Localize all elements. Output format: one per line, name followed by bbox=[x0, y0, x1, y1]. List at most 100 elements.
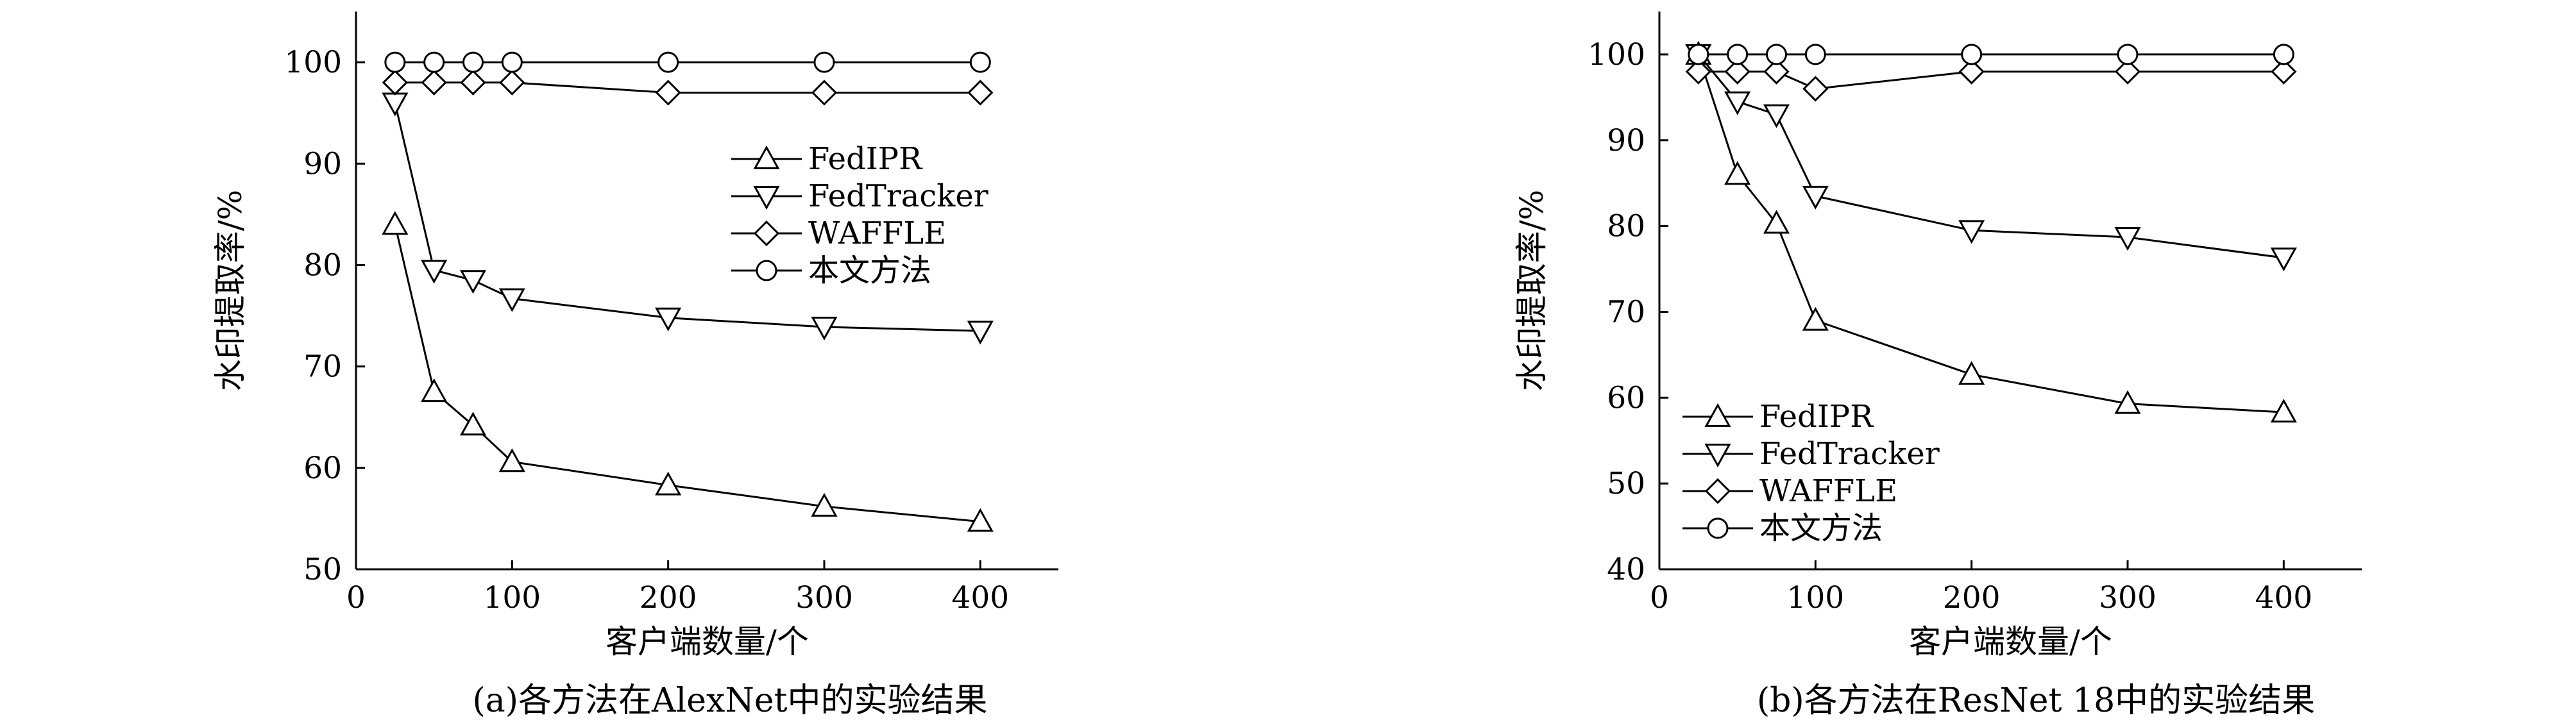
legend-label: FedTracker bbox=[1759, 436, 1940, 472]
x-tick-label: 400 bbox=[2255, 580, 2312, 615]
y-tick-label: 60 bbox=[303, 451, 342, 486]
data-point bbox=[1802, 306, 1829, 331]
data-point bbox=[1688, 44, 1709, 65]
data-point bbox=[421, 378, 448, 403]
data-point bbox=[2270, 398, 2297, 422]
data-point bbox=[2117, 44, 2139, 65]
data-point bbox=[459, 412, 487, 436]
data-point bbox=[1961, 44, 1983, 65]
y-tick-label: 70 bbox=[1607, 294, 1645, 330]
data-point bbox=[501, 51, 523, 73]
data-point bbox=[499, 69, 525, 96]
x-tick-label: 0 bbox=[346, 580, 366, 615]
data-point bbox=[657, 51, 679, 73]
data-point bbox=[2114, 58, 2141, 85]
data-point bbox=[1958, 361, 1985, 385]
data-point bbox=[1802, 76, 1829, 102]
legend-marker bbox=[1704, 403, 1731, 427]
data-point bbox=[498, 288, 525, 312]
legend-marker bbox=[753, 186, 780, 210]
y-tick-label: 80 bbox=[1607, 209, 1645, 244]
data-point bbox=[655, 79, 681, 106]
legend-label: FedTracker bbox=[808, 178, 988, 214]
chart-caption: (a)各方法在AlexNet中的实验结果 bbox=[472, 681, 987, 720]
data-point bbox=[2114, 390, 2141, 414]
legend-label: WAFFLE bbox=[808, 215, 946, 251]
legend-marker bbox=[753, 220, 780, 247]
data-point bbox=[1724, 161, 1751, 185]
data-point bbox=[1763, 104, 1790, 128]
y-tick-label: 60 bbox=[1607, 380, 1645, 415]
data-point bbox=[423, 51, 445, 73]
x-tick-label: 200 bbox=[640, 580, 697, 615]
series-line-2 bbox=[1697, 53, 2284, 259]
data-point bbox=[2114, 227, 2141, 251]
y-tick-label: 90 bbox=[1607, 123, 1645, 158]
data-point bbox=[382, 92, 409, 117]
data-point bbox=[969, 51, 991, 73]
x-tick-label: 100 bbox=[1786, 580, 1844, 615]
data-point bbox=[459, 270, 487, 294]
chart-panel-2: 0 100 200 300 400 40 50 60 70 80 90 100 客户端数量/个 水印提取率… bbox=[1513, 12, 2362, 720]
data-point bbox=[1724, 58, 1750, 85]
data-point bbox=[967, 321, 994, 345]
data-point bbox=[655, 471, 682, 496]
data-point bbox=[1804, 44, 1826, 65]
legend-marker bbox=[1704, 478, 1731, 505]
data-point bbox=[1763, 210, 1790, 234]
legend-label: FedIPR bbox=[1759, 399, 1874, 435]
data-point bbox=[811, 492, 838, 517]
data-point bbox=[1766, 44, 1787, 65]
data-point bbox=[1802, 185, 1829, 210]
x-tick-label: 0 bbox=[1650, 580, 1669, 615]
y-axis-label: 水印提取率/% bbox=[1513, 190, 1550, 391]
data-point bbox=[1685, 58, 1711, 85]
legend-label: FedIPR bbox=[808, 141, 923, 177]
data-point bbox=[1727, 44, 1749, 65]
legend-label: WAFFLE bbox=[1759, 473, 1897, 509]
y-tick-label: 70 bbox=[303, 349, 342, 385]
y-tick-label: 50 bbox=[1607, 466, 1645, 501]
data-point bbox=[460, 69, 486, 96]
y-tick-label: 40 bbox=[1607, 552, 1645, 587]
chart-caption: (b)各方法在ResNet 18中的实验结果 bbox=[1757, 681, 2315, 720]
y-tick-label: 100 bbox=[1588, 37, 1645, 72]
y-tick-label: 80 bbox=[303, 247, 342, 283]
data-point bbox=[421, 69, 447, 96]
data-point bbox=[655, 307, 682, 331]
x-tick-label: 200 bbox=[1943, 580, 2001, 615]
y-tick-label: 100 bbox=[284, 45, 342, 80]
x-tick-label: 100 bbox=[483, 580, 541, 615]
data-point bbox=[2270, 247, 2297, 272]
data-point bbox=[811, 317, 838, 341]
data-point bbox=[967, 508, 994, 532]
data-point bbox=[813, 51, 835, 73]
legend-marker bbox=[1707, 517, 1729, 539]
data-point bbox=[2273, 44, 2294, 65]
data-point bbox=[1958, 220, 1985, 244]
legend-marker bbox=[756, 260, 777, 281]
data-point bbox=[2271, 58, 2297, 85]
y-tick-label: 90 bbox=[303, 146, 342, 181]
x-tick-label: 400 bbox=[951, 580, 1009, 615]
data-point bbox=[1763, 58, 1790, 85]
legend-marker bbox=[753, 145, 780, 169]
x-tick-label: 300 bbox=[2099, 580, 2157, 615]
y-axis-label: 水印提取率/% bbox=[212, 190, 249, 391]
legend-label: 本文方法 bbox=[1759, 510, 1883, 546]
data-point bbox=[462, 51, 484, 73]
data-point bbox=[1958, 58, 1985, 85]
x-axis-label: 客户端数量/个 bbox=[606, 623, 809, 660]
data-point bbox=[498, 448, 525, 472]
data-point bbox=[1724, 91, 1751, 115]
data-point bbox=[421, 260, 448, 284]
y-tick-label: 50 bbox=[303, 552, 342, 587]
data-point bbox=[811, 79, 838, 106]
x-tick-label: 300 bbox=[795, 580, 853, 615]
data-point bbox=[384, 51, 406, 73]
data-point bbox=[382, 211, 409, 235]
x-axis-label: 客户端数量/个 bbox=[1909, 623, 2112, 660]
